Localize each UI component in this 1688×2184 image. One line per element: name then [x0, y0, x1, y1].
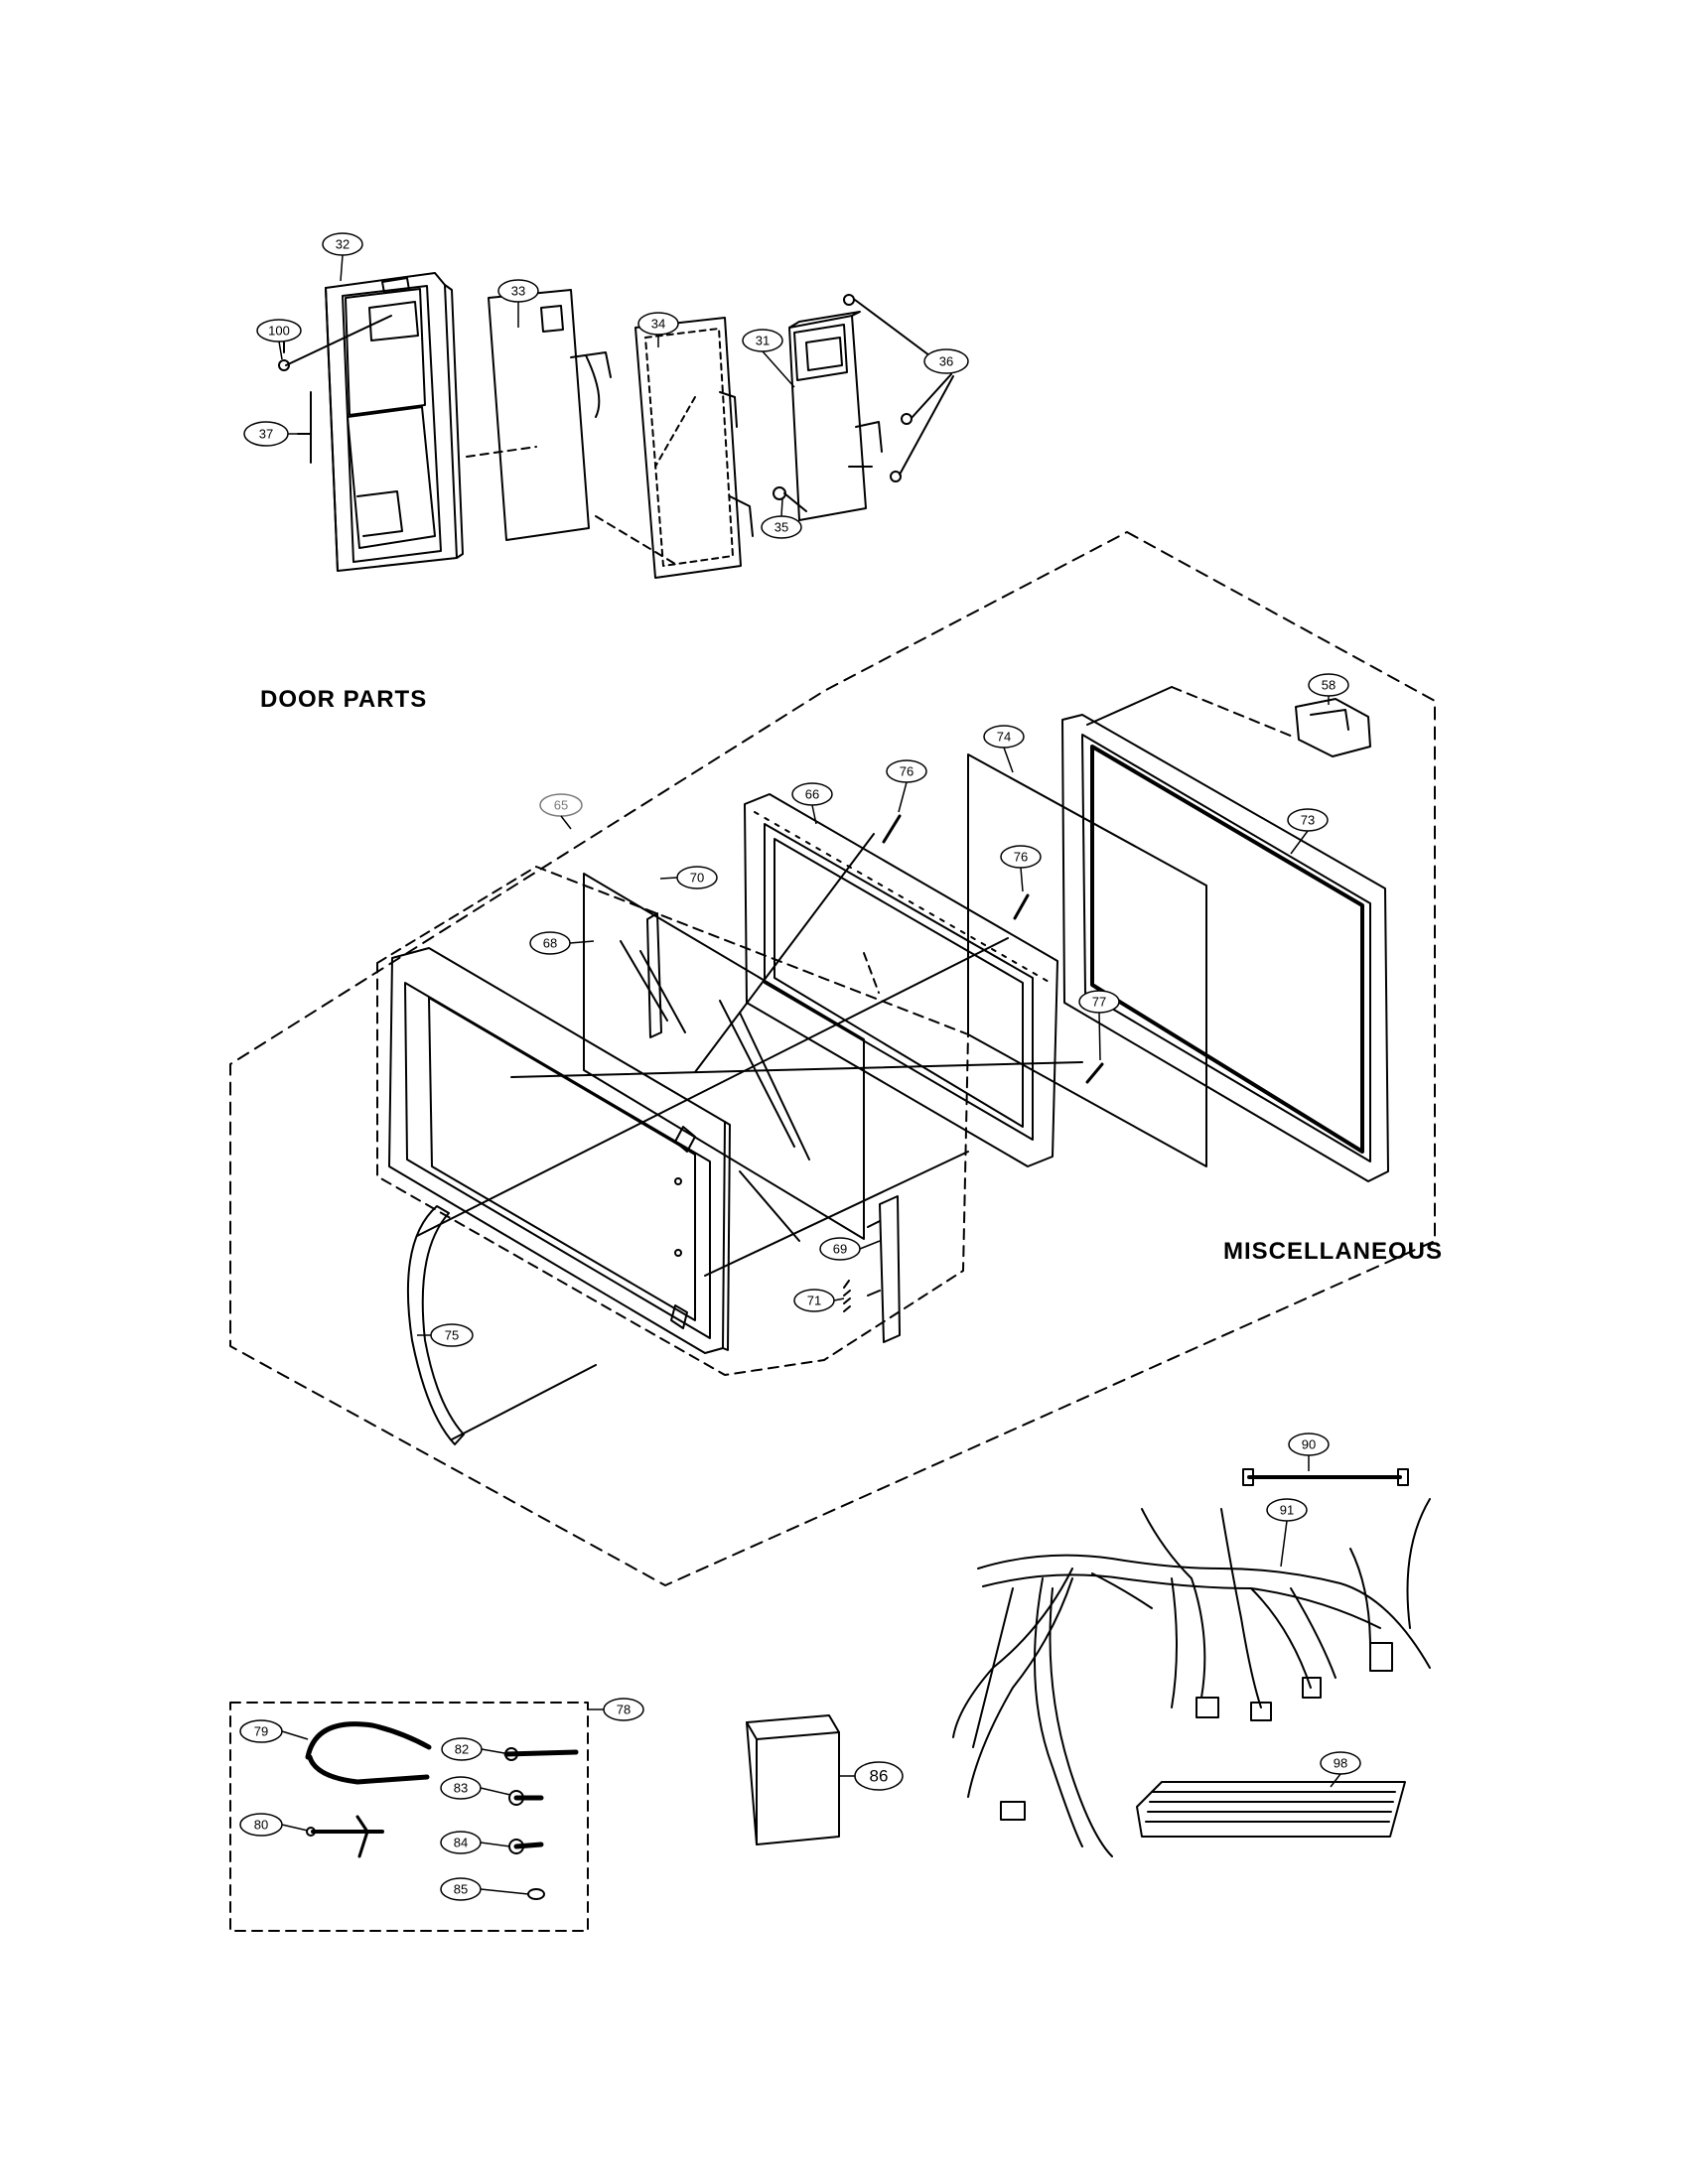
callout-74: 74 [983, 725, 1025, 749]
callout-73: 73 [1287, 808, 1329, 832]
callout-70: 70 [676, 866, 718, 889]
svg-text:65: 65 [554, 798, 568, 813]
svg-text:100: 100 [268, 324, 290, 339]
membrane-sheet-part [488, 289, 612, 541]
cooking-rack-part [1136, 1781, 1406, 1838]
callout-77: 77 [1078, 990, 1120, 1014]
svg-text:71: 71 [807, 1294, 821, 1308]
svg-text:79: 79 [254, 1724, 268, 1739]
hose-part [305, 1721, 432, 1760]
svg-text:32: 32 [336, 237, 350, 252]
callout-69: 69 [819, 1237, 861, 1261]
svg-text:85: 85 [454, 1882, 468, 1897]
svg-text:80: 80 [254, 1818, 268, 1833]
svg-text:91: 91 [1280, 1503, 1294, 1518]
svg-text:37: 37 [259, 427, 273, 442]
svg-text:73: 73 [1301, 813, 1315, 828]
svg-text:74: 74 [997, 730, 1011, 745]
svg-text:58: 58 [1322, 678, 1336, 693]
callout-100: 100 [256, 319, 302, 342]
callout-34: 34 [637, 312, 679, 336]
door-parts-heading: DOOR PARTS [260, 686, 428, 713]
callout-78: 78 [603, 1698, 644, 1721]
callout-71: 71 [793, 1289, 835, 1312]
callout-75: 75 [430, 1323, 474, 1347]
svg-text:98: 98 [1334, 1756, 1347, 1771]
callout-35: 35 [761, 515, 802, 539]
svg-text:78: 78 [617, 1703, 631, 1717]
main-wire-harness [952, 1498, 1431, 1857]
pcb-board-part [788, 311, 883, 521]
svg-text:33: 33 [511, 284, 525, 299]
svg-text:86: 86 [870, 1767, 889, 1786]
svg-text:82: 82 [455, 1742, 469, 1757]
svg-text:90: 90 [1302, 1437, 1316, 1452]
svg-text:76: 76 [1014, 850, 1028, 865]
svg-text:70: 70 [690, 871, 704, 886]
callout-98: 98 [1320, 1751, 1361, 1775]
latch-hook-part [867, 1195, 901, 1343]
spring-part [843, 1280, 851, 1312]
callout-76-mid: 76 [1000, 845, 1042, 869]
latch-part [1295, 698, 1371, 757]
door-frame-back-part [1061, 714, 1389, 1182]
svg-text:66: 66 [805, 787, 819, 802]
door-panel-part [388, 947, 731, 1354]
callout-90: 90 [1288, 1433, 1330, 1456]
svg-text:34: 34 [651, 317, 665, 332]
callout-31: 31 [742, 329, 783, 352]
svg-text:83: 83 [454, 1781, 468, 1796]
control-frame-part [325, 272, 464, 572]
callout-58: 58 [1308, 673, 1349, 697]
inner-frame-part [744, 793, 1058, 1167]
svg-text:68: 68 [543, 936, 557, 951]
svg-text:31: 31 [756, 334, 770, 348]
callout-79: 79 [239, 1719, 283, 1743]
owner-manual-part [746, 1714, 840, 1845]
callout-37: 37 [243, 421, 289, 447]
svg-text:77: 77 [1092, 995, 1106, 1010]
callout-86: 86 [854, 1761, 904, 1791]
miscellaneous-heading: MISCELLANEOUS [1223, 1238, 1444, 1265]
callout-91: 91 [1266, 1498, 1308, 1522]
callout-80: 80 [239, 1813, 283, 1837]
svg-text:76: 76 [900, 764, 914, 779]
callout-32: 32 [322, 232, 363, 256]
callout-84: 84 [440, 1831, 482, 1854]
callout-68: 68 [529, 931, 571, 955]
callout-76-top: 76 [886, 759, 927, 783]
pcb-frame-part [634, 317, 754, 579]
handle-part [406, 1205, 465, 1445]
callout-65: 65 [539, 793, 583, 817]
callout-85: 85 [440, 1877, 482, 1901]
callout-82: 82 [441, 1737, 483, 1761]
callout-83: 83 [440, 1776, 482, 1800]
callout-66: 66 [791, 782, 833, 806]
hinge-part [646, 912, 662, 1038]
svg-text:35: 35 [774, 520, 788, 535]
svg-text:84: 84 [454, 1836, 468, 1850]
svg-text:69: 69 [833, 1242, 847, 1257]
mounting-kit-box [229, 1702, 589, 1932]
svg-text:75: 75 [445, 1328, 459, 1343]
callout-36: 36 [923, 348, 969, 374]
svg-text:36: 36 [939, 354, 953, 369]
callout-33: 33 [497, 279, 539, 303]
